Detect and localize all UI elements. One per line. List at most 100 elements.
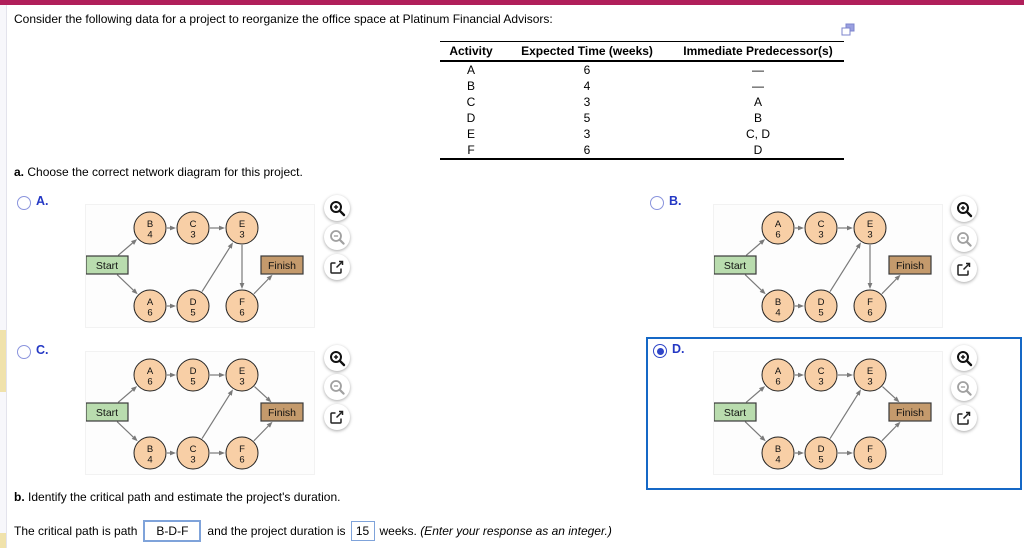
answer-prefix: The critical path is path	[14, 524, 138, 538]
svg-text:5: 5	[818, 455, 823, 466]
table-row: E 3 C, D	[440, 126, 844, 142]
cell-activity: A	[466, 63, 475, 77]
svg-text:C: C	[190, 219, 197, 230]
cell-time: 6	[583, 143, 591, 157]
duration-input[interactable]: 15	[350, 521, 375, 541]
svg-text:D: D	[190, 297, 197, 308]
col-header-expected-time: Expected Time (weeks)	[502, 41, 672, 62]
svg-text:4: 4	[147, 230, 152, 241]
section-b-heading: b. Identify the critical path and estima…	[14, 490, 340, 504]
svg-text:B: B	[775, 297, 781, 308]
open-in-new-icon[interactable]	[951, 256, 977, 282]
zoom-in-icon[interactable]	[951, 345, 977, 371]
svg-text:Finish: Finish	[896, 407, 924, 419]
section-b-text: Identify the critical path and estimate …	[24, 490, 341, 504]
svg-text:3: 3	[239, 230, 244, 241]
svg-text:D: D	[818, 444, 825, 455]
svg-text:Start: Start	[96, 407, 118, 419]
svg-text:A: A	[147, 297, 154, 308]
zoom-in-icon[interactable]	[324, 195, 350, 221]
svg-text:3: 3	[818, 377, 823, 388]
svg-text:D: D	[818, 297, 825, 308]
svg-text:A: A	[147, 366, 154, 377]
cell-activity: F	[467, 143, 475, 157]
svg-text:3: 3	[818, 230, 823, 241]
svg-text:6: 6	[867, 455, 872, 466]
section-a-text: Choose the correct network diagram for t…	[24, 165, 303, 179]
open-in-new-icon[interactable]	[951, 405, 977, 431]
option-b-radio[interactable]	[650, 196, 664, 210]
option-c-label[interactable]: C.	[36, 343, 49, 357]
svg-text:5: 5	[818, 308, 823, 319]
table-row: F 6 D	[440, 142, 844, 159]
svg-text:Start: Start	[724, 260, 746, 272]
svg-text:5: 5	[190, 308, 195, 319]
table-row: A 6 —	[440, 61, 844, 78]
left-strip-highlight	[0, 330, 6, 392]
zoom-out-icon[interactable]	[324, 374, 350, 400]
cell-predecessor: C, D	[746, 127, 770, 141]
svg-text:3: 3	[867, 377, 872, 388]
svg-text:B: B	[147, 219, 153, 230]
option-d-label[interactable]: D.	[672, 342, 685, 356]
cell-predecessor: B	[753, 111, 762, 125]
table-row: D 5 B	[440, 110, 844, 126]
svg-text:B: B	[147, 444, 153, 455]
option-d-radio[interactable]	[653, 344, 667, 358]
svg-text:6: 6	[775, 377, 780, 388]
svg-text:E: E	[239, 219, 245, 230]
svg-text:Finish: Finish	[268, 260, 296, 272]
answer-mid: and the project duration is	[207, 524, 346, 538]
cell-time: 6	[583, 63, 591, 77]
section-a-heading: a. Choose the correct network diagram fo…	[14, 165, 303, 179]
col-header-activity: Activity	[440, 41, 502, 62]
svg-text:Finish: Finish	[268, 407, 296, 419]
answer-row: The critical path is path B-D-F and the …	[14, 520, 612, 542]
option-d-selected-box	[646, 337, 1022, 490]
zoom-out-icon[interactable]	[951, 375, 977, 401]
table-row: B 4 —	[440, 78, 844, 94]
option-a-label[interactable]: A.	[36, 194, 49, 208]
cell-time: 3	[583, 127, 591, 141]
svg-text:F: F	[239, 297, 245, 308]
open-in-new-icon[interactable]	[324, 254, 350, 280]
zoom-in-icon[interactable]	[951, 196, 977, 222]
cell-time: 4	[583, 79, 591, 93]
svg-text:4: 4	[775, 308, 780, 319]
svg-text:D: D	[190, 366, 197, 377]
question-intro: Consider the following data for a projec…	[14, 12, 553, 26]
copy-icon[interactable]	[841, 23, 856, 37]
option-c-radio[interactable]	[17, 345, 31, 359]
answer-note: (Enter your response as an integer.)	[420, 524, 612, 538]
option-b-label[interactable]: B.	[669, 194, 682, 208]
cell-time: 5	[583, 111, 591, 125]
zoom-out-icon[interactable]	[324, 224, 350, 250]
svg-text:F: F	[867, 297, 873, 308]
cell-predecessor: D	[753, 143, 763, 157]
cell-activity: E	[466, 127, 475, 141]
zoom-out-icon[interactable]	[951, 226, 977, 252]
zoom-in-icon[interactable]	[324, 345, 350, 371]
cell-predecessor: —	[752, 63, 764, 77]
svg-text:Finish: Finish	[896, 260, 924, 272]
svg-text:5: 5	[190, 377, 195, 388]
svg-text:C: C	[190, 444, 197, 455]
cell-activity: B	[466, 79, 475, 93]
svg-text:3: 3	[239, 377, 244, 388]
svg-text:B: B	[775, 444, 781, 455]
critical-path-input[interactable]: B-D-F	[143, 520, 202, 542]
cell-activity: D	[466, 111, 476, 125]
answer-suffix: weeks.	[379, 524, 421, 538]
left-strip-highlight	[0, 533, 6, 548]
svg-text:3: 3	[867, 230, 872, 241]
open-in-new-icon[interactable]	[324, 404, 350, 430]
cell-predecessor: —	[752, 79, 764, 93]
svg-text:C: C	[818, 366, 825, 377]
svg-text:Start: Start	[724, 407, 746, 419]
option-a-radio[interactable]	[17, 196, 31, 210]
svg-text:3: 3	[190, 455, 195, 466]
svg-text:A: A	[775, 366, 782, 377]
